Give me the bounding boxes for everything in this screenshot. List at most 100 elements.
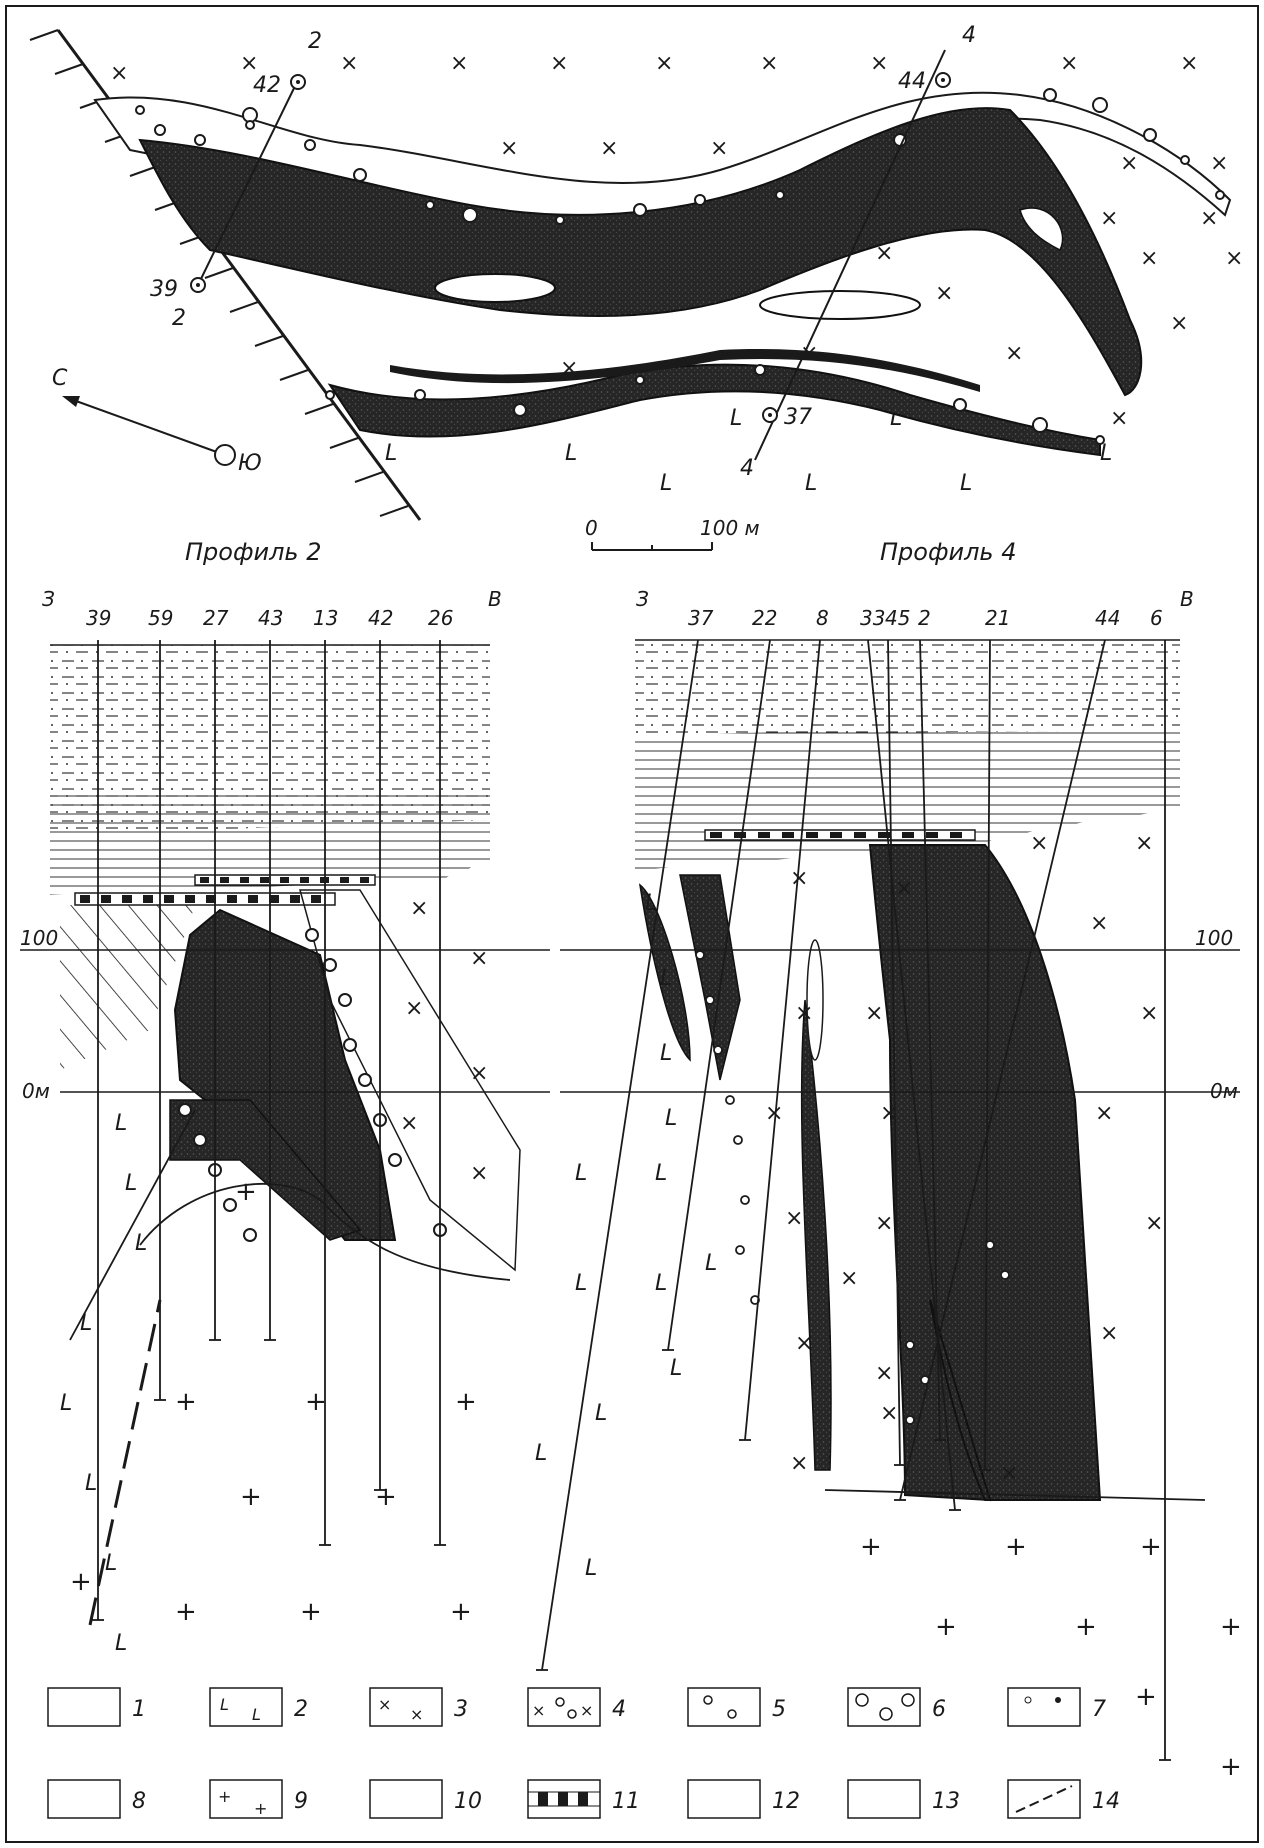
x-mark: ×	[1100, 206, 1118, 231]
borehole-number: 44	[1095, 606, 1120, 630]
map-borehole-44: 44	[898, 69, 951, 94]
map-ore-thin-band	[390, 349, 980, 392]
band-square	[300, 877, 309, 883]
legend-number: 8	[132, 1789, 146, 1814]
gravel-mark	[223, 1198, 237, 1212]
x-mark: ×	[400, 1111, 418, 1136]
band-square	[902, 832, 914, 838]
borehole-number: 59	[148, 606, 173, 630]
scale-zero: 0	[585, 516, 598, 540]
legend-swatch	[369, 1779, 443, 1819]
legend-item: 2	[209, 1687, 308, 1727]
fault-tick	[279, 369, 309, 381]
band-square	[220, 877, 229, 883]
legend-symbol: ×	[410, 1705, 423, 1724]
x-mark: ×	[410, 896, 428, 921]
l-mark: L	[385, 441, 397, 466]
plus-mark: +	[1140, 1532, 1162, 1562]
band-square	[360, 877, 369, 883]
gravel-mark	[555, 215, 565, 225]
legend-dot	[1024, 1696, 1032, 1704]
l-mark: L	[85, 1471, 97, 1496]
borehole-number: 22	[752, 606, 777, 630]
x-mark: ×	[760, 51, 778, 76]
band-square	[926, 832, 938, 838]
legend-circle	[727, 1709, 737, 1719]
gravel-mark	[635, 375, 645, 385]
plus-mark: +	[300, 1597, 322, 1627]
plus-mark: +	[305, 1387, 327, 1417]
x-mark: ×	[875, 1361, 893, 1386]
gravel-mark	[905, 1415, 915, 1425]
band-square	[248, 895, 258, 903]
borehole-number: 2	[918, 606, 931, 630]
p2-gravel-marks	[178, 928, 447, 1242]
profile-mark: 2	[172, 306, 186, 331]
x-mark: ×	[785, 1206, 803, 1231]
p2-level-0-label: 0м	[22, 1079, 50, 1103]
borehole-number: 33	[860, 606, 885, 630]
map-borehole-42: 42	[253, 73, 306, 98]
south-label: Ю	[238, 451, 262, 476]
band-square	[101, 895, 111, 903]
legend-item: 5	[687, 1687, 786, 1727]
l-mark: L	[125, 1171, 137, 1196]
l-mark: L	[60, 1391, 72, 1416]
profile-mark: 2	[308, 29, 322, 54]
profile2-title: Профиль 2	[185, 538, 321, 566]
x-mark: ×	[870, 51, 888, 76]
band-square	[782, 832, 794, 838]
band-square	[311, 895, 321, 903]
x-mark: ×	[655, 51, 673, 76]
p2-gravel-wedge	[299, 889, 521, 1272]
profile4-west: З	[636, 587, 649, 611]
l-mark: L	[80, 1311, 92, 1336]
borehole-line	[667, 639, 771, 1351]
x-mark: ×	[1210, 151, 1228, 176]
p4-cover-dotted	[635, 640, 1180, 735]
band-square	[240, 877, 249, 883]
legend-swatch	[847, 1779, 921, 1819]
map-borehole-label: 37	[784, 405, 812, 430]
gravel-mark	[304, 139, 316, 151]
l-mark: L	[645, 891, 657, 916]
gravel-mark	[695, 950, 705, 960]
legend-number: 6	[932, 1697, 946, 1722]
x-mark: ×	[840, 1266, 858, 1291]
borehole-line	[919, 639, 941, 1441]
fault-tick	[354, 471, 384, 483]
x-mark: ×	[795, 1001, 813, 1026]
legend-number: 10	[454, 1789, 482, 1814]
p2-fault-dashed	[88, 1299, 162, 1626]
legend-item: 13	[847, 1779, 960, 1819]
legend-number: 9	[294, 1789, 308, 1814]
gravel-mark	[325, 390, 335, 400]
x-mark: ×	[1145, 1211, 1163, 1236]
l-mark: L	[705, 1251, 717, 1276]
map-profile-line-2	[197, 79, 299, 286]
plus-mark: +	[455, 1387, 477, 1417]
l-mark: L	[660, 471, 672, 496]
gravel-mark	[754, 364, 766, 376]
p2-intrusion-dome	[139, 1182, 511, 1281]
band-square	[185, 895, 195, 903]
legend-dashed-line	[1015, 1785, 1073, 1813]
x-mark: ×	[340, 51, 358, 76]
map-profile-line-4	[754, 49, 946, 461]
band-square	[227, 895, 237, 903]
borehole-number: 43	[258, 606, 283, 630]
x-mark: ×	[1180, 51, 1198, 76]
band-square	[806, 832, 818, 838]
legend-number: 12	[772, 1789, 800, 1814]
p4-borehole-lines	[536, 639, 1171, 1761]
scale-end: 100 м	[700, 516, 760, 540]
band-square	[206, 895, 216, 903]
legend-circle	[567, 1709, 577, 1719]
borehole-number: 13	[313, 606, 338, 630]
x-mark: ×	[795, 1331, 813, 1356]
x-mark: ×	[470, 1161, 488, 1186]
p2-hatched-block	[60, 905, 195, 1070]
plus-mark: +	[235, 1177, 257, 1207]
